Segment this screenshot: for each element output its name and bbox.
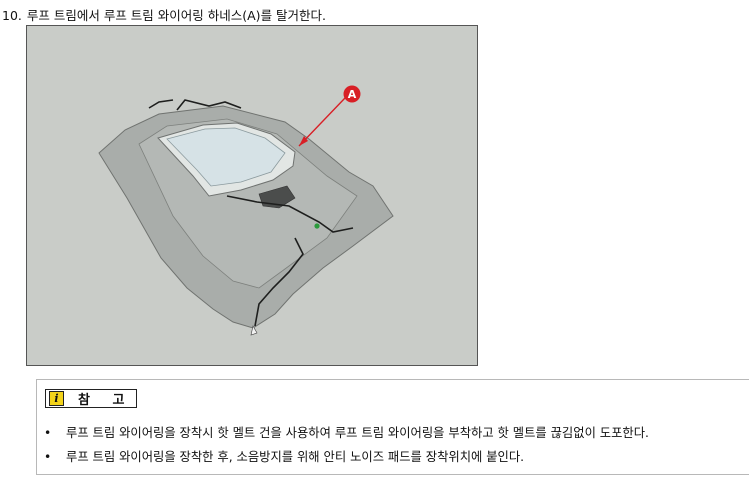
bullet: • (44, 426, 52, 440)
rear-console (258, 185, 296, 209)
callout-leader-line (298, 97, 346, 147)
step-text: 루프 트림에서 루프 트림 와이어링 하네스(A)를 탈거한다. (26, 8, 327, 23)
step-instruction: 10. 루프 트림에서 루프 트림 와이어링 하네스(A)를 탈거한다. (2, 5, 326, 24)
sunroof-glass (166, 127, 286, 187)
step-number: 10. (2, 8, 22, 23)
note-box: i 참 고 • 루프 트림 와이어링을 장착시 핫 멜트 건을 사용하여 루프 … (36, 379, 749, 475)
roof-trim-illustration: A (26, 25, 478, 366)
info-icon: i (49, 391, 64, 406)
harness-connector (250, 325, 258, 336)
callout-arrowhead (299, 136, 308, 146)
bullet: • (44, 450, 52, 464)
note-item-text: 루프 트림 와이어링을 장착한 후, 소음방지를 위해 안티 노이즈 패드를 장… (66, 450, 525, 464)
note-title: 참 고 (78, 393, 134, 408)
wiring-harness-a (148, 99, 354, 327)
harness-clip (314, 223, 320, 229)
note-item-text: 루프 트림 와이어링을 장착시 핫 멜트 건을 사용하여 루프 트림 와이어링을… (66, 426, 649, 440)
roof-trim-drawing: A (98, 85, 394, 336)
callout-label: A (348, 88, 357, 101)
callout-badge (343, 85, 361, 103)
note-header: i 참 고 (45, 389, 137, 408)
